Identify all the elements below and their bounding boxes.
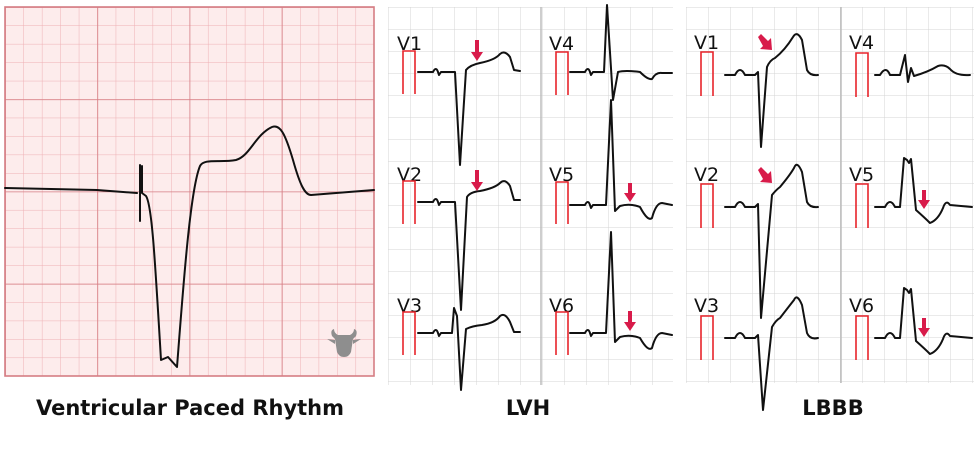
lbbb-lead-v6-label: V6 bbox=[849, 295, 874, 317]
lvh-lead-v3-label: V3 bbox=[397, 295, 422, 317]
lbbb-v6-trace bbox=[874, 287, 973, 355]
lbbb-panel: V1 V2 V3 V4 V5 V6 bbox=[686, 7, 974, 411]
lbbb-lead-v2-label: V2 bbox=[694, 164, 719, 186]
lvh-lead-v5-label: V5 bbox=[549, 164, 574, 186]
lvh-lead-v2-label: V2 bbox=[397, 164, 422, 186]
lvh-caption: LVH bbox=[505, 396, 551, 420]
paced-rhythm-caption: Ventricular Paced Rhythm bbox=[35, 396, 345, 420]
lvh-v1-trace bbox=[417, 51, 521, 166]
lbbb-v3-trace bbox=[724, 296, 819, 411]
lvh-lead-v6-label: V6 bbox=[549, 295, 574, 317]
calibration-pulse bbox=[700, 51, 869, 360]
lvh-panel: V1 V2 V3 V4 V5 V6 bbox=[388, 4, 673, 391]
arrow-icon bbox=[471, 40, 636, 331]
lvh-v2-trace bbox=[417, 180, 521, 311]
paced-rhythm-strip bbox=[4, 6, 375, 377]
lbbb-v2-trace bbox=[724, 163, 819, 319]
lvh-v6-trace bbox=[569, 231, 673, 350]
lbbb-caption: LBBB bbox=[802, 396, 864, 420]
lvh-v5-trace bbox=[569, 99, 673, 220]
paced-ecg-trace bbox=[4, 125, 375, 368]
lbbb-lead-v3-label: V3 bbox=[694, 295, 719, 317]
lvh-v3-trace bbox=[417, 307, 521, 391]
arrow-icon bbox=[758, 34, 930, 337]
lvh-lead-v1-label: V1 bbox=[397, 33, 422, 55]
calibration-pulse bbox=[402, 50, 569, 355]
lbbb-v1-trace bbox=[724, 33, 819, 148]
lbbb-lead-v4-label: V4 bbox=[849, 32, 874, 54]
lvh-lead-v4-label: V4 bbox=[549, 33, 574, 55]
lvh-v4-trace bbox=[569, 4, 673, 101]
lbbb-lead-v1-label: V1 bbox=[694, 32, 719, 54]
lbbb-v5-trace bbox=[874, 157, 973, 224]
lbbb-v4-trace bbox=[874, 54, 971, 83]
cow-logo-icon bbox=[327, 329, 361, 357]
lbbb-lead-v5-label: V5 bbox=[849, 164, 874, 186]
